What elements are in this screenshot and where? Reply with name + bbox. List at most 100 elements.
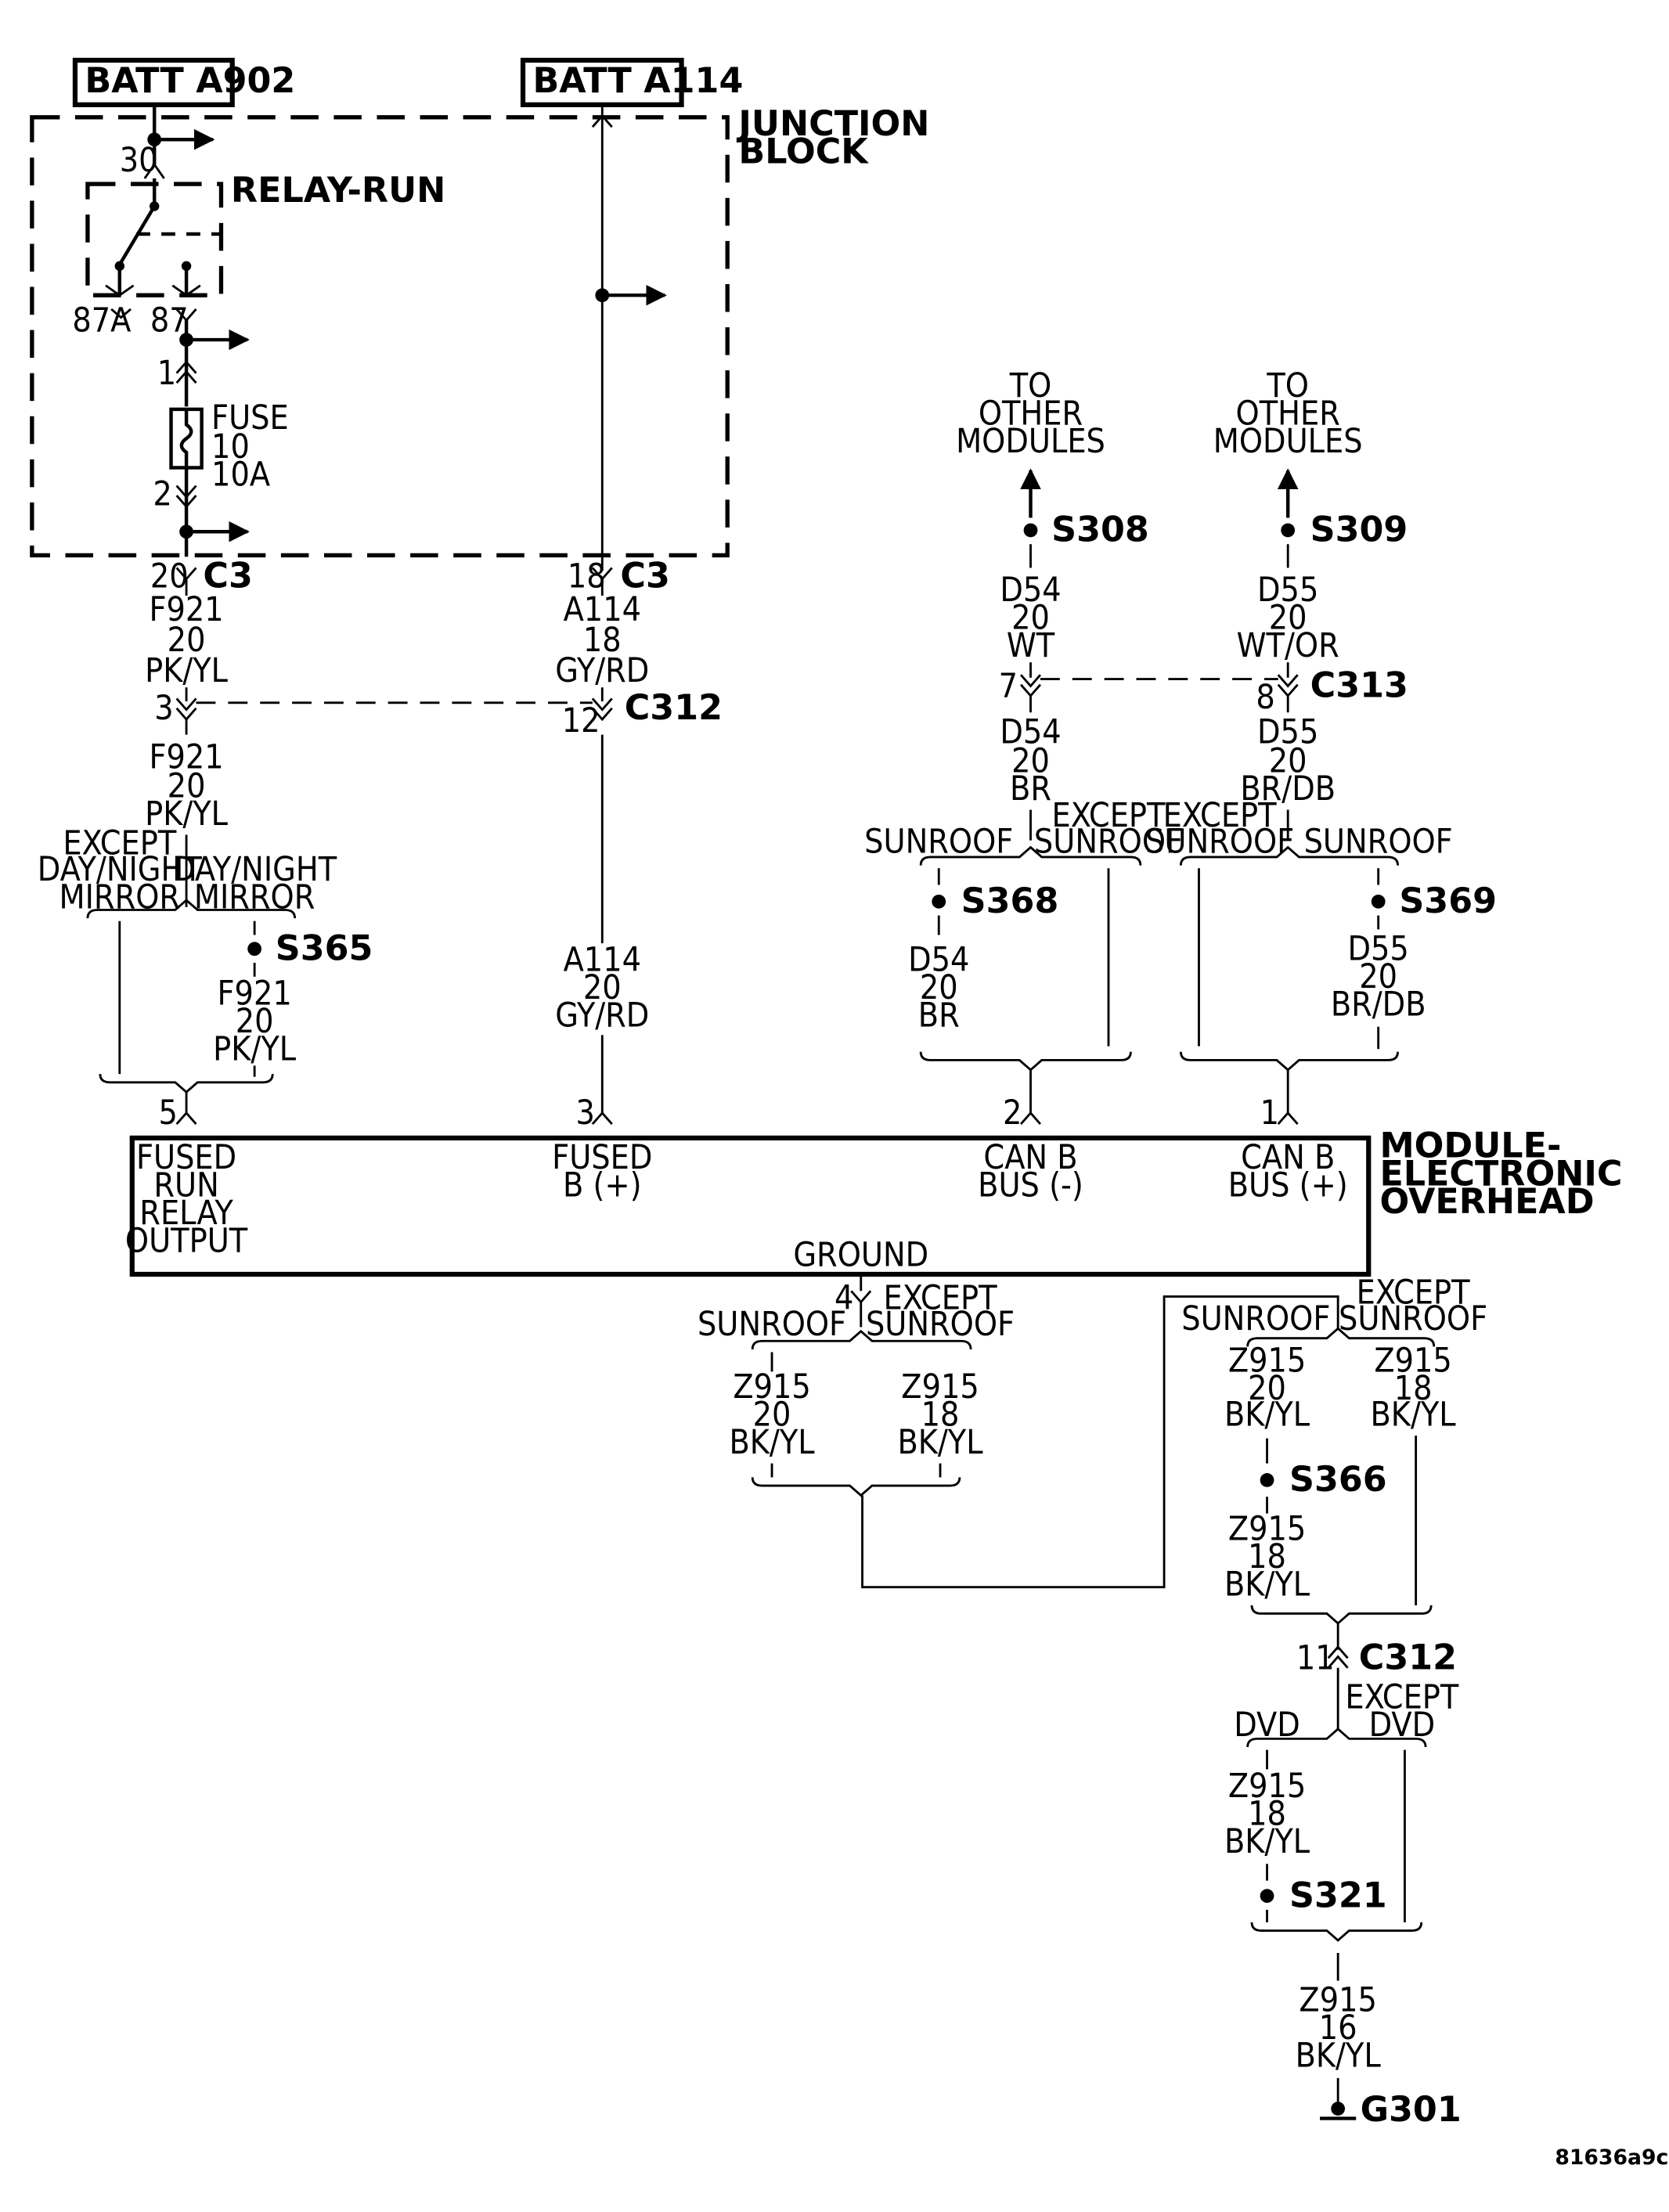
opt-gnd-left-except-2: SUNROOF xyxy=(866,1305,1015,1344)
d55-merge-brace xyxy=(1179,1051,1399,1072)
opt-mirror-1: DAY/NIGHT xyxy=(172,850,337,889)
batt-a902-box: BATT A902 xyxy=(72,57,295,107)
z915-dvd-name: Z915 xyxy=(1228,1767,1306,1806)
diagram-code: 81636a9c xyxy=(1555,2145,1668,2170)
d54-brace xyxy=(919,845,1142,866)
d55-sunroof-name: D55 xyxy=(1348,929,1409,968)
d54-upper-gauge: 20 xyxy=(1011,599,1050,638)
z915-ls-color: BK/YL xyxy=(729,1423,815,1462)
a114-upper-color: GY/RD xyxy=(555,651,649,690)
splice-s321: S321 xyxy=(1289,1875,1387,1915)
z915-ls-gauge: 20 xyxy=(753,1396,791,1435)
d55-sunroof-gauge: 20 xyxy=(1359,957,1397,996)
opt-d54-sunroof: SUNROOF xyxy=(864,823,1013,862)
d55-upper-name: D55 xyxy=(1257,571,1318,610)
module-fused-run-1: FUSED xyxy=(136,1138,236,1177)
c3-pin-18: 18 xyxy=(568,557,606,596)
z915-final-name: Z915 xyxy=(1299,1981,1376,2020)
fuse-pin-1: 1 xyxy=(157,354,176,393)
opt-gnd-left-except-1: EXCEPT xyxy=(884,1278,998,1317)
f921-upper-gauge: 20 xyxy=(168,621,206,660)
f921-mirror-color: PK/YL xyxy=(213,1029,297,1068)
d54-sunroof-name: D54 xyxy=(908,941,969,980)
module-pin-1: 1 xyxy=(1260,1093,1279,1133)
z915-rs-gauge: 20 xyxy=(1248,1369,1286,1408)
a114-lower-color: GY/RD xyxy=(555,996,649,1036)
batt-a902-label: BATT A902 xyxy=(85,61,295,101)
d55-upper-gauge: 20 xyxy=(1269,599,1307,638)
c313-pin-7: 7 xyxy=(999,667,1018,706)
module-can-minus-1: CAN B xyxy=(983,1138,1077,1177)
f921-mirror-name: F921 xyxy=(218,974,292,1013)
fuse-pin-2: 2 xyxy=(153,474,171,513)
z915-re-gauge: 18 xyxy=(1394,1369,1433,1408)
a114-lower-gauge: 20 xyxy=(583,968,622,1007)
d54-merge-brace xyxy=(919,1051,1132,1072)
dvd-brace xyxy=(1246,1727,1427,1748)
dvd-merge-brace xyxy=(1250,1922,1423,1942)
module-fused-b-1: FUSED xyxy=(552,1138,652,1177)
module-fused-b-2: B (+) xyxy=(563,1165,642,1205)
d54-upper-name: D54 xyxy=(1000,571,1061,610)
module-title-1: MODULE- xyxy=(1379,1126,1561,1166)
d55-brace xyxy=(1179,845,1399,866)
opt-except-mirror-2: DAY/NIGHT xyxy=(38,850,203,889)
splice-s365: S365 xyxy=(276,928,373,968)
z915-rs-color: BK/YL xyxy=(1224,1396,1310,1435)
opt-gnd-right-except-1: EXCEPT xyxy=(1357,1273,1471,1312)
opt-d55-except-2: SUNROOF xyxy=(1145,823,1294,862)
batt-a114-label: BATT A114 xyxy=(532,61,743,101)
a114-upper-gauge: 18 xyxy=(583,621,622,660)
fuse-circuit: 1 FUSE 10 10A 2 xyxy=(153,320,289,557)
f921-lower-gauge: 20 xyxy=(168,767,206,806)
splice-s366: S366 xyxy=(1289,1460,1387,1500)
c312-top-label: C312 xyxy=(625,688,723,728)
z915-ls-name: Z915 xyxy=(733,1367,810,1407)
module-pin-5: 5 xyxy=(159,1093,178,1133)
module-title-2: ELECTRONIC xyxy=(1379,1154,1622,1194)
to-modules-right-1: TO xyxy=(1266,366,1309,405)
d55-sunroof-color: BR/DB xyxy=(1331,985,1426,1025)
opt-d54-except-2: SUNROOF xyxy=(1034,823,1183,862)
c312-top-pin-12: 12 xyxy=(562,701,600,740)
a114-bus xyxy=(591,104,667,571)
c3-label-left: C3 xyxy=(203,556,253,596)
a114-lower-name: A114 xyxy=(564,941,641,980)
fuse-label: FUSE xyxy=(211,398,289,438)
module-can-minus-2: BUS (-) xyxy=(978,1165,1083,1205)
f921-mirror-gauge: 20 xyxy=(236,1002,274,1041)
d54-upper-color: WT xyxy=(1007,626,1055,665)
module-fused-run-4: OUTPUT xyxy=(125,1222,248,1261)
c313-label: C313 xyxy=(1310,666,1408,706)
f921-upper-name: F921 xyxy=(149,590,223,629)
relay-pin-30: 30 xyxy=(120,141,158,180)
junction-block-label-2: BLOCK xyxy=(738,131,869,171)
opt-d54-except-1: EXCEPT xyxy=(1052,796,1166,835)
opt-gnd-right-except-2: SUNROOF xyxy=(1339,1299,1487,1338)
module-ground: GROUND xyxy=(793,1235,928,1274)
module-pin-2: 2 xyxy=(1003,1093,1022,1133)
gnd-right-brace xyxy=(1246,1327,1436,1347)
z915-le-name: Z915 xyxy=(901,1367,979,1407)
opt-mirror-2: MIRROR xyxy=(194,878,315,917)
module-title-3: OVERHEAD xyxy=(1379,1182,1594,1222)
module-pin-4: 4 xyxy=(834,1278,853,1317)
d54-lower-gauge: 20 xyxy=(1011,742,1050,781)
z915-dvd-color: BK/YL xyxy=(1224,1822,1310,1861)
z915-dvd-gauge: 18 xyxy=(1248,1795,1286,1834)
c312-bottom-label: C312 xyxy=(1359,1638,1457,1678)
d54-sunroof-gauge: 20 xyxy=(920,968,958,1007)
z915-le-gauge: 18 xyxy=(921,1396,960,1435)
to-modules-right-2: OTHER xyxy=(1236,394,1340,433)
module-can-plus-2: BUS (+) xyxy=(1228,1165,1348,1205)
module-fused-run-3: RELAY xyxy=(139,1194,233,1233)
z915-final-color: BK/YL xyxy=(1296,2037,1382,2076)
splice-s369: S369 xyxy=(1399,881,1497,921)
gnd-left-merge-brace xyxy=(751,1477,961,1497)
fuse-number: 10 xyxy=(211,427,250,467)
c312-top-pin-3: 3 xyxy=(154,689,173,728)
d55-upper-color: WT/OR xyxy=(1237,626,1339,665)
to-modules-left-1: TO xyxy=(1009,366,1052,405)
f921-upper-color: PK/YL xyxy=(145,651,229,690)
